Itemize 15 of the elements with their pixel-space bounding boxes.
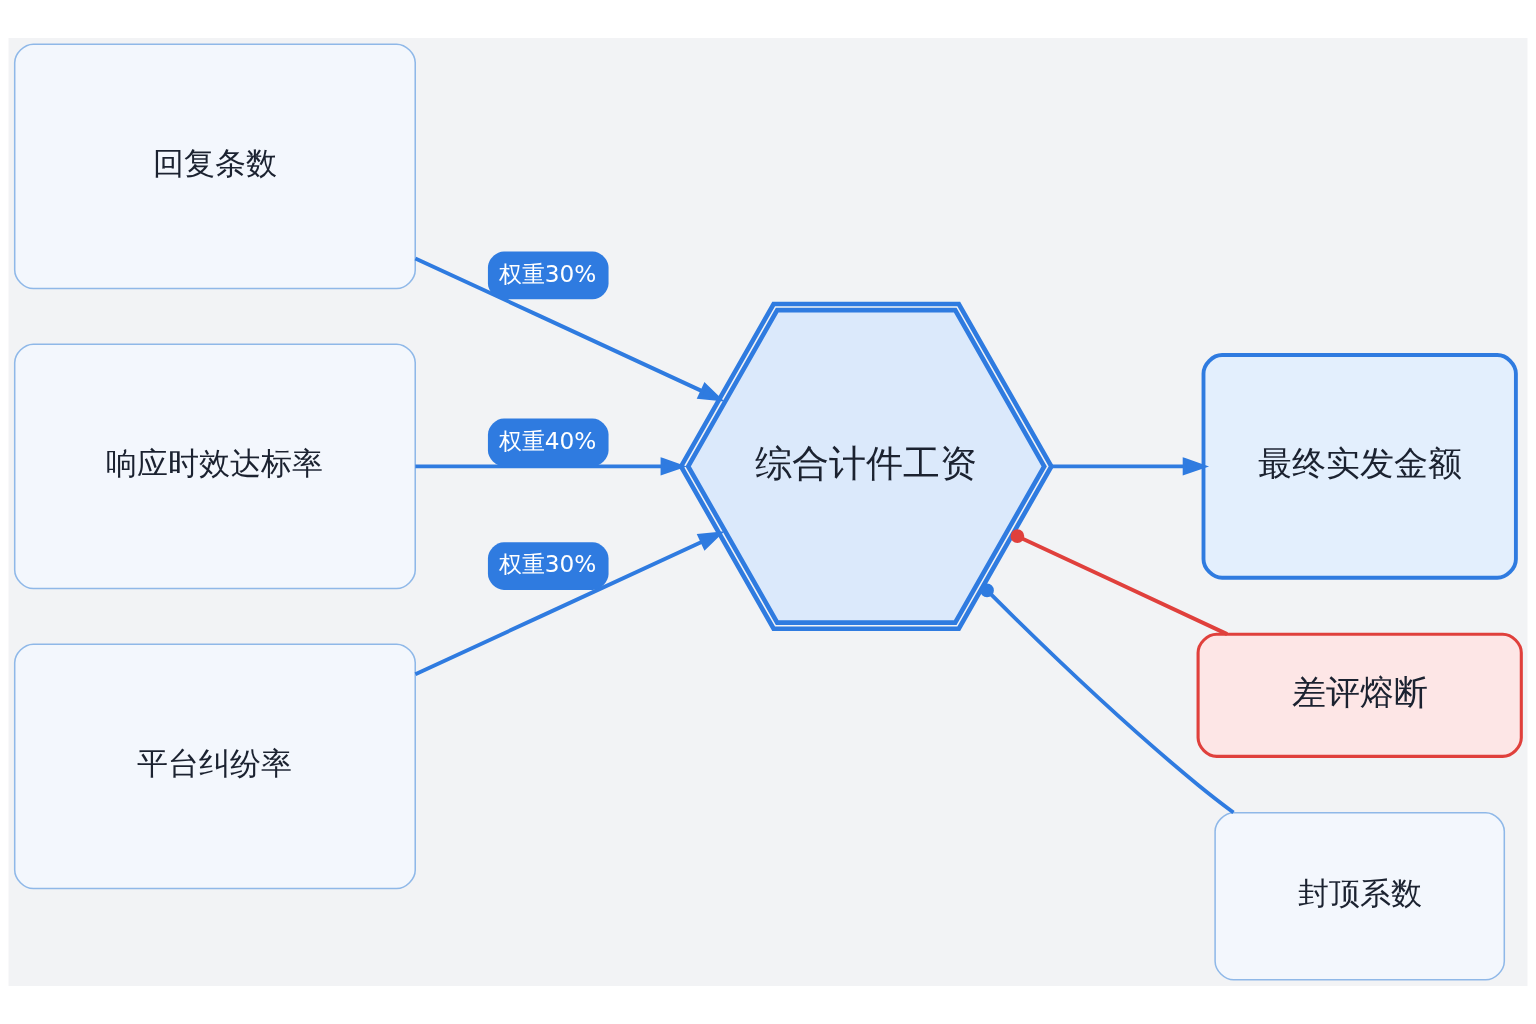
edge-label: 权重30% [498,550,597,578]
connector [980,583,1235,815]
node-box: 最终实发金额 [1201,353,1518,580]
node-box: 回复条数 [13,43,416,290]
node-box: 差评熔断 [1196,632,1523,758]
arrow [415,457,687,476]
edge-label: 权重40% [498,426,597,454]
node-box: 响应时效达标率 [13,343,416,590]
arrow [1051,457,1210,476]
edge-label: 权重30% [498,259,597,287]
arrow [414,256,725,402]
connector [1010,529,1228,636]
arrow [414,531,725,677]
node-box: 封顶系数 [1214,812,1506,981]
node-box: 平台纠纷率 [13,643,416,890]
